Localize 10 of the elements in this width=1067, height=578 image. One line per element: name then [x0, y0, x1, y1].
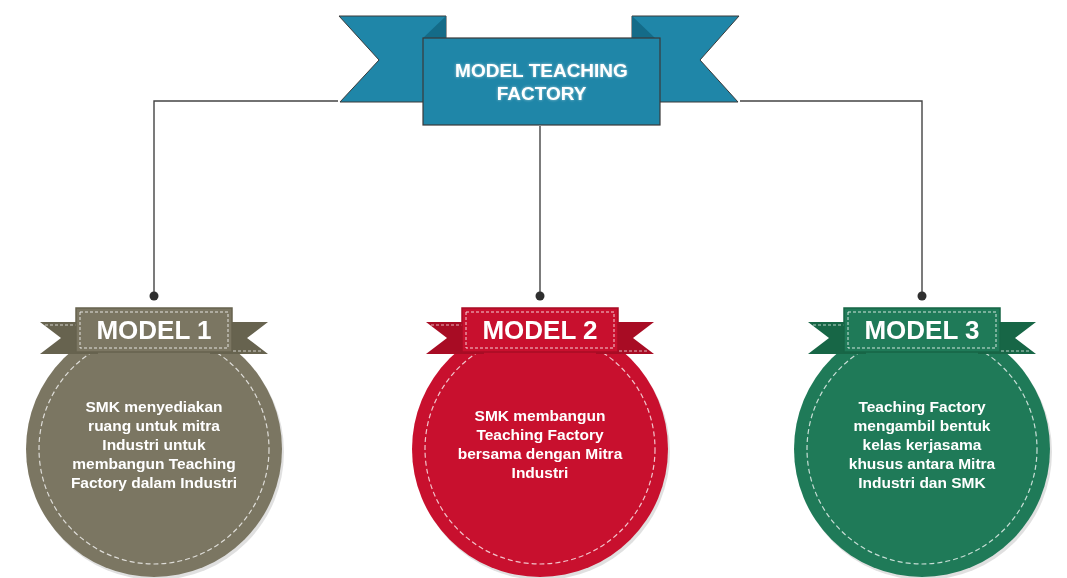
badge-description: Teaching Factory mengambil bentuk kelas kerjasama khusus antara Mitra Industri dan SMK [847, 396, 997, 493]
banner-title: MODEL TEACHING FACTORY [454, 58, 629, 106]
connector-line [739, 100, 927, 301]
badge-description: SMK membangun Teaching Factory bersama dengan Mitra Industri [456, 406, 624, 483]
badge-title: MODEL 2 [481, 314, 599, 347]
connector-line [535, 125, 545, 301]
connector-line [149, 100, 339, 301]
badge-title: MODEL 1 [95, 314, 213, 347]
badge-title: MODEL 3 [863, 314, 981, 347]
badge-description: SMK menyediakan ruang untuk mitra Industri untuk membangun Teaching Factory dalam Industri [69, 396, 239, 493]
